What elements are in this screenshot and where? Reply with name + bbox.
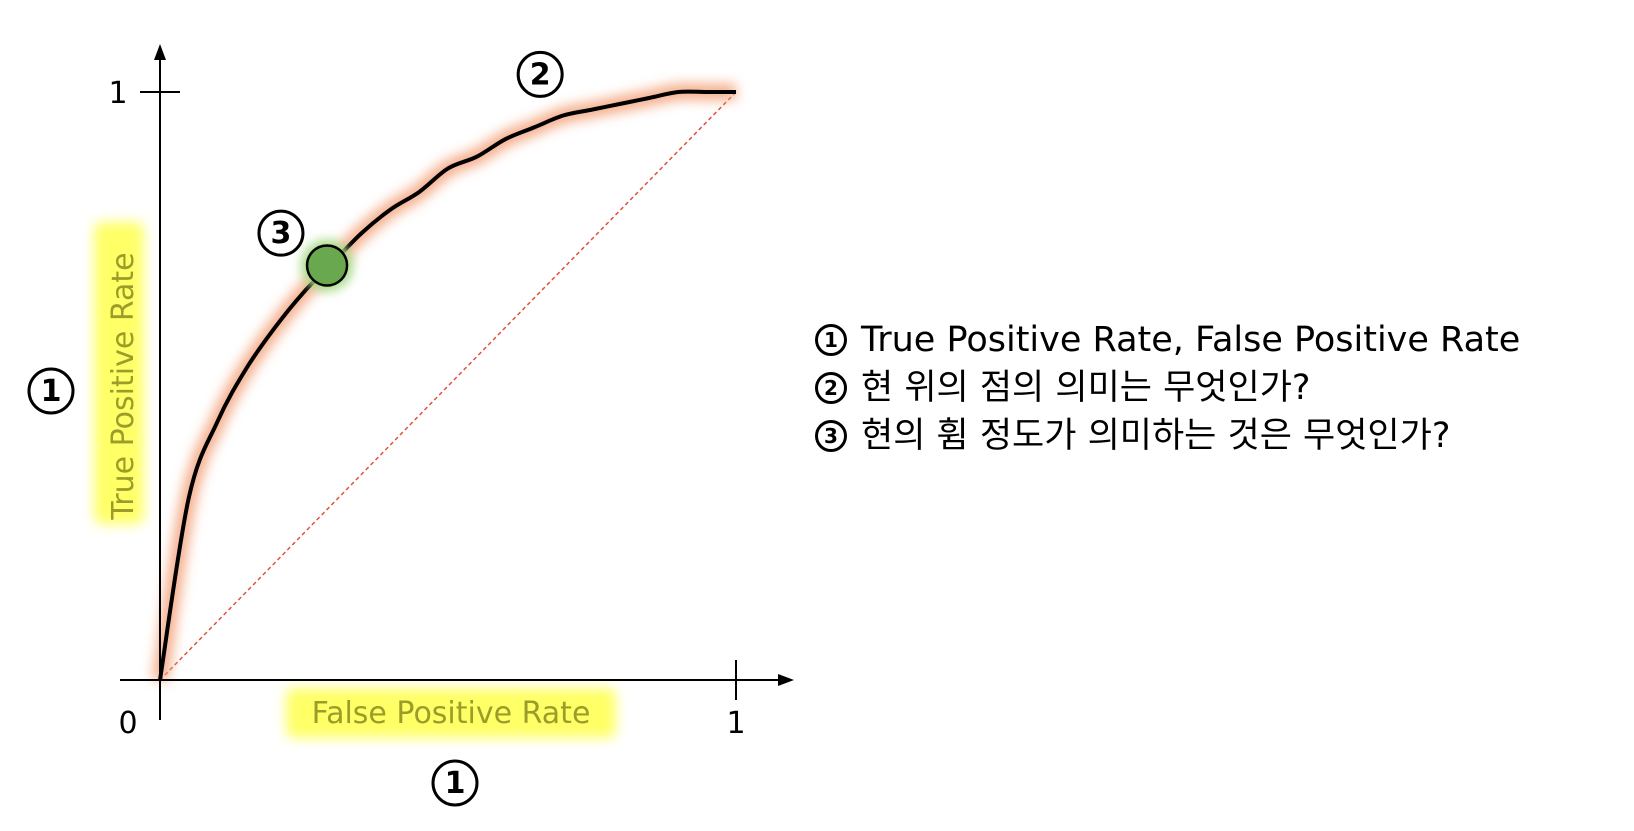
question-badge-2: 2 bbox=[815, 372, 847, 404]
question-list: 1 True Positive Rate, False Positive Rat… bbox=[815, 316, 1615, 460]
marker-point: 3 bbox=[257, 209, 305, 257]
y-axis-label: True Positive Rate bbox=[106, 252, 141, 520]
svg-text:3: 3 bbox=[271, 216, 292, 251]
svg-text:1: 1 bbox=[41, 374, 62, 409]
x-tick-label-1: 1 bbox=[726, 706, 745, 741]
roc-curve bbox=[158, 89, 736, 681]
origin-label: 0 bbox=[118, 706, 137, 741]
roc-curve-glow bbox=[152, 83, 736, 682]
x-axis-label-highlight bbox=[286, 688, 616, 738]
question-3: 3 현의 휨 정도가 의미하는 것은 무엇인가? bbox=[815, 412, 1615, 460]
svg-text:1: 1 bbox=[445, 766, 466, 801]
axes bbox=[120, 44, 794, 720]
question-1: 1 True Positive Rate, False Positive Rat… bbox=[815, 316, 1615, 364]
question-text-1: True Positive Rate, False Positive Rate bbox=[861, 320, 1521, 360]
x-axis-label: False Positive Rate bbox=[312, 696, 591, 731]
question-badge-1: 1 bbox=[815, 324, 847, 356]
svg-text:2: 2 bbox=[530, 57, 551, 92]
y-axis-arrow bbox=[154, 44, 166, 60]
axis-label-highlights bbox=[94, 222, 616, 738]
random-diagonal-line bbox=[159, 91, 737, 681]
x-axis-arrow bbox=[778, 674, 794, 686]
roc-chart: 0 1 1 False Positive Rate True Positive … bbox=[27, 44, 794, 807]
y-tick-label-1: 1 bbox=[108, 76, 127, 111]
operating-point bbox=[305, 244, 349, 287]
marker-y-axis-label: 1 bbox=[27, 367, 75, 415]
marker-x-axis-label: 1 bbox=[431, 759, 479, 807]
question-text-3: 현의 휨 정도가 의미하는 것은 무엇인가? bbox=[861, 416, 1451, 456]
marker-curve: 2 bbox=[516, 50, 564, 98]
question-text-2: 현 위의 점의 의미는 무엇인가? bbox=[861, 368, 1311, 408]
y-axis-label-highlight bbox=[94, 222, 144, 524]
question-badge-3: 3 bbox=[815, 420, 847, 452]
question-2: 2 현 위의 점의 의미는 무엇인가? bbox=[815, 364, 1615, 412]
